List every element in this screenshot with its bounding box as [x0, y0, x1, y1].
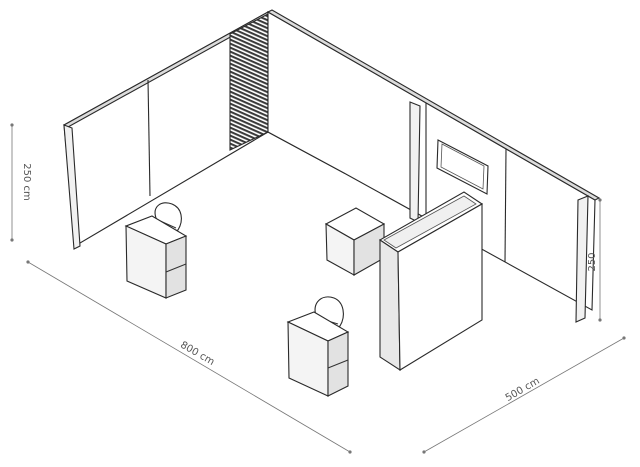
right-back-wall: [266, 9, 601, 323]
height-left-label: 250 cm: [21, 163, 32, 201]
counter-left: [124, 215, 188, 299]
right-end-post: [575, 195, 589, 323]
dimension-height-left: 250 cm: [10, 123, 32, 242]
monitor-icon: [436, 139, 489, 195]
wall-panel-seam: [147, 79, 151, 197]
height-right-label: 250: [587, 252, 598, 271]
dimension-height-right: 250: [587, 198, 602, 322]
counter-right: [286, 311, 350, 397]
slatted-corner-wall-left: [229, 13, 269, 151]
depth-label: 500 cm: [504, 376, 542, 404]
storage-partition: [378, 191, 484, 372]
left-end-post: [63, 124, 81, 250]
wall-panel-seam: [504, 148, 507, 263]
wall-pillar: [409, 101, 421, 223]
